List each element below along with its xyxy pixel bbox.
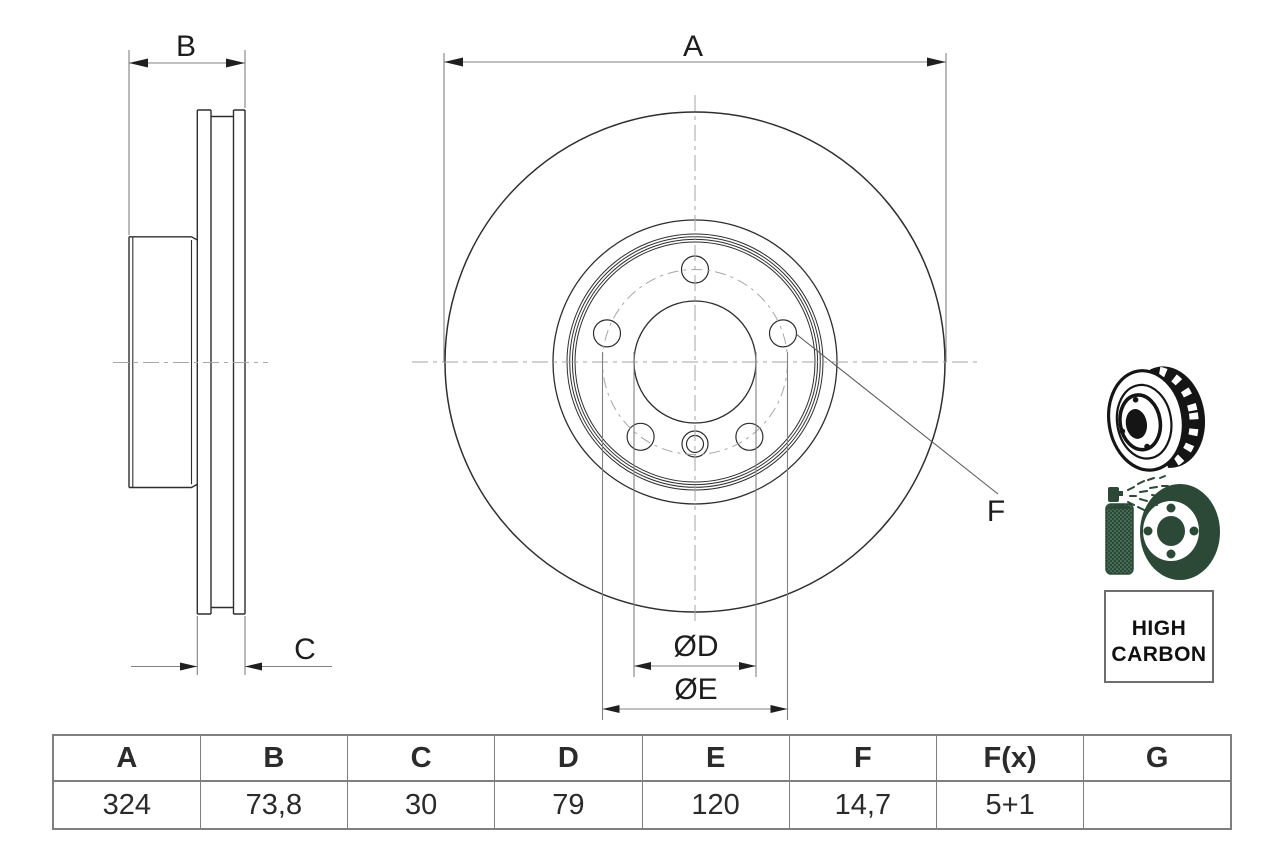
hat-top-edge — [129, 236, 198, 241]
value-a: 324 — [52, 780, 201, 830]
dimension-table: A B C D E F F(x) G 324 73,8 30 79 120 14… — [52, 734, 1232, 830]
bolt-hole — [592, 319, 622, 348]
col-header-fx: F(x) — [935, 734, 1085, 782]
col-header-d: D — [494, 734, 643, 782]
dim-a-extension-lines — [443, 53, 947, 362]
bolt-hole — [768, 319, 798, 348]
coated-disc-icon — [1140, 484, 1220, 580]
bolt-holes — [592, 255, 798, 451]
col-header-g: G — [1083, 734, 1232, 782]
dim-e-extension-lines — [601, 352, 789, 720]
col-header-a: A — [52, 734, 201, 782]
dim-b-extension-lines — [128, 50, 246, 235]
dim-d-label: ØD — [674, 630, 719, 663]
dim-c-label: C — [294, 633, 316, 666]
dim-e-label: ØE — [674, 673, 717, 706]
value-d: 79 — [494, 780, 643, 830]
dim-c-extension-lines — [196, 616, 246, 675]
value-c: 30 — [346, 780, 496, 830]
spray-can-icon — [1105, 475, 1170, 575]
center-bore — [1125, 409, 1148, 439]
bolt-hole — [626, 422, 655, 451]
col-header-f: F — [788, 734, 938, 782]
vent-top-bottom — [211, 115, 234, 609]
value-f: 14,7 — [788, 780, 938, 830]
col-header-c: C — [346, 734, 496, 782]
hat-bottom-edge — [129, 483, 198, 489]
vented-disc-3d-icon — [1106, 366, 1206, 472]
value-e: 120 — [641, 780, 790, 830]
badge-line-1: HIGH — [1131, 616, 1187, 640]
hub-raised-edge — [1115, 383, 1173, 460]
dim-d-extension-lines — [633, 352, 757, 677]
col-header-e: E — [641, 734, 790, 782]
arrowheads — [129, 57, 946, 713]
centerlines — [113, 95, 978, 623]
table-value-row: 324 73,8 30 79 120 14,7 5+1 — [52, 780, 1232, 830]
table-header-row: A B C D E F F(x) G — [52, 734, 1232, 782]
dimension-annotations: A B C ØD ØE F — [128, 30, 1005, 720]
dim-a-label: A — [683, 30, 703, 63]
dim-f-label: F — [987, 495, 1005, 528]
spray-coating-icon — [1105, 475, 1220, 580]
col-header-b: B — [199, 734, 349, 782]
badge-line-2: CARBON — [1111, 642, 1207, 666]
bolt-hole — [735, 422, 764, 451]
high-carbon-badge: HIGH CARBON — [1104, 590, 1214, 683]
value-b: 73,8 — [199, 780, 349, 830]
value-fx: 5+1 — [935, 780, 1085, 830]
value-g — [1083, 780, 1232, 830]
dim-f-leader-line — [795, 333, 999, 495]
dim-b-label: B — [176, 30, 196, 63]
